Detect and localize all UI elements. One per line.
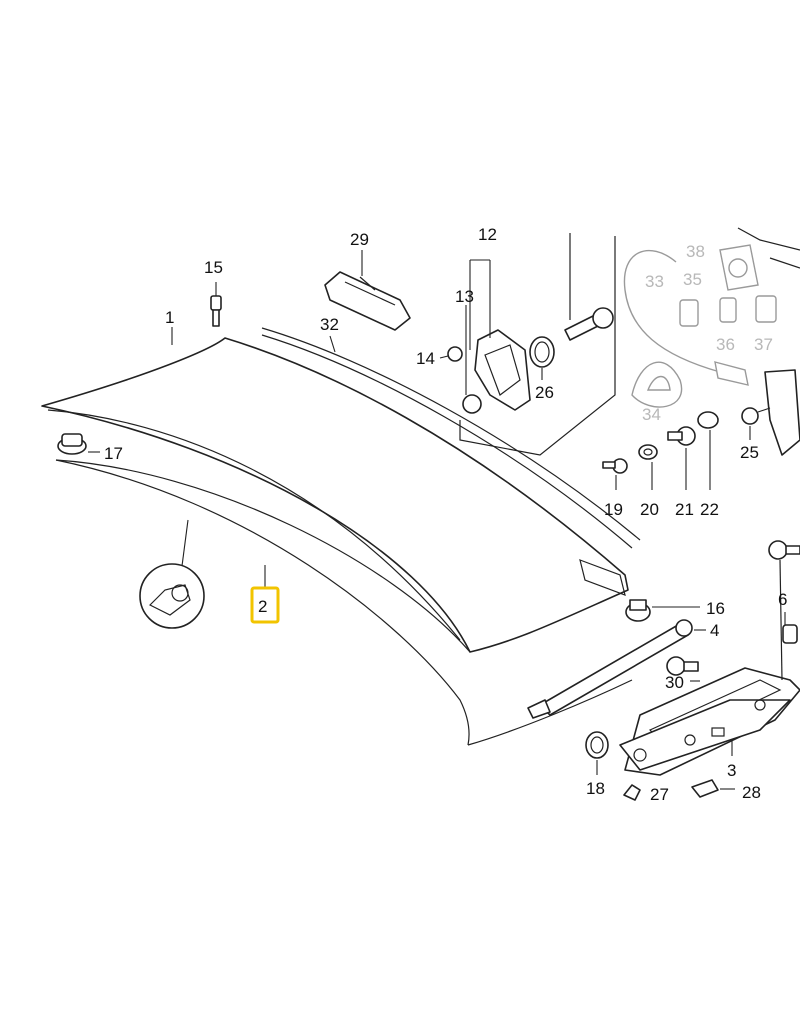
label-34: 34: [642, 405, 661, 424]
stud-bolt-15: [210, 295, 222, 327]
label-6: 6: [778, 590, 787, 609]
trunk-light-29: [324, 271, 411, 331]
clip-ring-18: [585, 731, 609, 759]
buffer-17: [57, 433, 87, 455]
label-28: 28: [742, 783, 761, 802]
buffer-16: [625, 599, 651, 622]
label-25: 25: [740, 443, 759, 462]
label-37: 37: [754, 335, 773, 354]
label-12: 12: [478, 225, 497, 244]
label-1: 1: [165, 308, 174, 327]
washer-20: [638, 444, 658, 460]
label-35: 35: [683, 270, 702, 289]
labels: 1 2 3 4 6 12 13 14 15 16 17 18 19 20 21 …: [104, 225, 787, 804]
highlight-box: [250, 586, 280, 624]
greyed-parts: [623, 244, 777, 408]
label-18: 18: [586, 779, 605, 798]
label-22: 22: [700, 500, 719, 519]
label-4: 4: [710, 621, 719, 640]
label-30: 30: [665, 673, 684, 692]
lock-cylinder: [564, 307, 614, 341]
label-36: 36: [716, 335, 735, 354]
nut-22: [697, 411, 719, 429]
trunk-lid-panel: [41, 337, 633, 746]
lock-assembly: [439, 259, 531, 414]
label-20: 20: [640, 500, 659, 519]
label-26: 26: [535, 383, 554, 402]
label-19: 19: [604, 500, 623, 519]
label-32: 32: [320, 315, 339, 334]
ring-26: [529, 336, 555, 368]
bolt-6: [768, 540, 800, 644]
bolt-21: [667, 426, 696, 446]
label-29: 29: [350, 230, 369, 249]
detail-circle: [139, 563, 205, 629]
hinge-bracket-25: [741, 369, 800, 456]
label-2: 2: [258, 597, 267, 616]
torsion-rod-4: [527, 619, 693, 719]
hinge-3: [619, 667, 800, 776]
label-3: 3: [727, 761, 736, 780]
label-21: 21: [675, 500, 694, 519]
label-17: 17: [104, 444, 123, 463]
label-15: 15: [204, 258, 223, 277]
bolt-30: [666, 656, 699, 676]
label-16: 16: [706, 599, 725, 618]
clip-27: [623, 784, 641, 801]
label-13: 13: [455, 287, 474, 306]
clip-28: [691, 779, 719, 798]
fastener-19: [602, 458, 628, 474]
label-33: 33: [645, 272, 664, 291]
label-27: 27: [650, 785, 669, 804]
label-38: 38: [686, 242, 705, 261]
label-14: 14: [416, 349, 435, 368]
seal-strip-32: [261, 327, 641, 549]
